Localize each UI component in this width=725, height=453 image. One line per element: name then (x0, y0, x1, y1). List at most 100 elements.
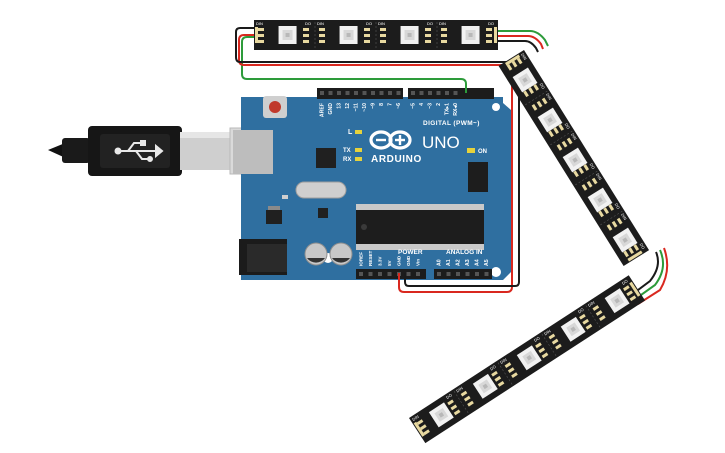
strip-pin-label: DIN (543, 328, 552, 336)
neopixel-led (587, 187, 613, 213)
strip-pin-label: DIN (587, 300, 596, 308)
header-pin[interactable] (371, 91, 375, 95)
strip-link-wire (629, 251, 659, 297)
strip-pin-label: DO (639, 242, 646, 250)
header-pin[interactable] (406, 272, 411, 276)
header-pin[interactable] (475, 272, 479, 276)
power-analog-header (356, 269, 492, 279)
header-pin[interactable] (337, 91, 341, 95)
led-l-label: L (348, 129, 353, 136)
header-pin[interactable] (428, 91, 432, 95)
digital-pin-label: AREF (320, 103, 326, 117)
usb-symbol-icon (114, 140, 164, 162)
strip-pin-label: DIN (520, 52, 528, 61)
neopixel-led (516, 345, 542, 371)
neopixel-led (278, 26, 297, 44)
voltage-regulator (266, 210, 282, 224)
strip-pin-label: DIN (378, 21, 385, 26)
header-pin[interactable] (387, 272, 392, 276)
strip-pin-label: DO (539, 82, 546, 90)
header-pin[interactable] (379, 91, 384, 95)
strip-connector (494, 27, 497, 43)
neopixel-led (461, 26, 480, 44)
solder-pads (548, 313, 593, 350)
neopixel-led (428, 402, 454, 428)
header-pin[interactable] (362, 91, 367, 95)
header-pin[interactable] (411, 91, 415, 95)
analog-pin-label: A0 (437, 259, 443, 266)
power-pin-label: IOREF (359, 252, 364, 266)
strip-pin-label: DIN (570, 132, 578, 141)
strip-pin-label: DO (366, 21, 372, 26)
header-pin[interactable] (456, 272, 460, 276)
model-label: UNO (422, 133, 460, 152)
solder-pads (380, 28, 431, 43)
header-pin[interactable] (416, 272, 420, 276)
analog-pin-label: A4 (475, 259, 481, 266)
digital-pin-label: ~6 (396, 103, 402, 109)
solder-pads (506, 57, 540, 98)
header-pin[interactable] (453, 91, 458, 95)
strip-link-wire (498, 30, 549, 47)
digital-pin-label: ~11 (354, 103, 360, 112)
header-pin[interactable] (465, 272, 470, 276)
strip-link-wire (633, 249, 665, 301)
solder-pads (416, 399, 461, 436)
header-pin[interactable] (437, 272, 441, 276)
header-pin[interactable] (345, 91, 350, 95)
power-pin-label: GND (397, 255, 402, 266)
header-pin[interactable] (419, 91, 424, 95)
header-pin[interactable] (320, 91, 324, 95)
strip-pin-label: DO (564, 122, 571, 130)
strip-link-wire (498, 35, 544, 50)
strip-pin-label: DO (445, 392, 453, 399)
strip-pin-label: DO (488, 21, 494, 26)
header-pin[interactable] (354, 91, 358, 95)
header-pin[interactable] (359, 272, 363, 276)
solder-pads (592, 285, 637, 321)
header-pin[interactable] (446, 272, 451, 276)
strip-pin-label: DIN (545, 92, 553, 101)
strip-connector (255, 27, 258, 43)
digital-pin-label: ~9 (371, 103, 377, 109)
header-pin[interactable] (396, 91, 401, 95)
capacitor (329, 242, 353, 266)
brand-label: ARDUINO (371, 154, 422, 165)
strip-pin-label: DO (614, 202, 621, 210)
strip-pin-label: DIN (620, 212, 628, 221)
header-pin[interactable] (368, 272, 373, 276)
header-pin[interactable] (445, 91, 449, 95)
led-rx-label: RX (343, 157, 351, 163)
strip-pin-label: DO (577, 307, 585, 314)
header-pin[interactable] (484, 272, 489, 276)
strip-connector (629, 281, 641, 297)
reset-button[interactable] (263, 96, 287, 118)
strip-link-wire (637, 247, 669, 305)
neopixel-led (604, 288, 630, 314)
strip-pin-label: DO (533, 335, 541, 342)
power-pin-label: 5V (387, 259, 392, 266)
arduino-logo-icon (369, 130, 412, 150)
strip-pin-label: DIN (439, 21, 446, 26)
header-pin[interactable] (388, 91, 392, 95)
header-pin[interactable] (378, 272, 382, 276)
strip-pin-label: DIN (411, 414, 420, 422)
mounting-hole (492, 103, 500, 111)
header-pin[interactable] (436, 91, 441, 95)
digital-pin-label: 4 (419, 103, 425, 106)
solder-pads (441, 28, 492, 43)
digital-pin-label: ~5 (411, 103, 417, 109)
power-pin-label: RESET (368, 250, 373, 266)
led-on (467, 148, 475, 153)
neopixel-led (562, 147, 588, 173)
header-pin[interactable] (328, 91, 333, 95)
power-pin-label: GND (406, 255, 411, 266)
solder-pads (531, 97, 565, 138)
crystal-oscillator (295, 181, 347, 199)
neopixel-led (339, 26, 358, 44)
